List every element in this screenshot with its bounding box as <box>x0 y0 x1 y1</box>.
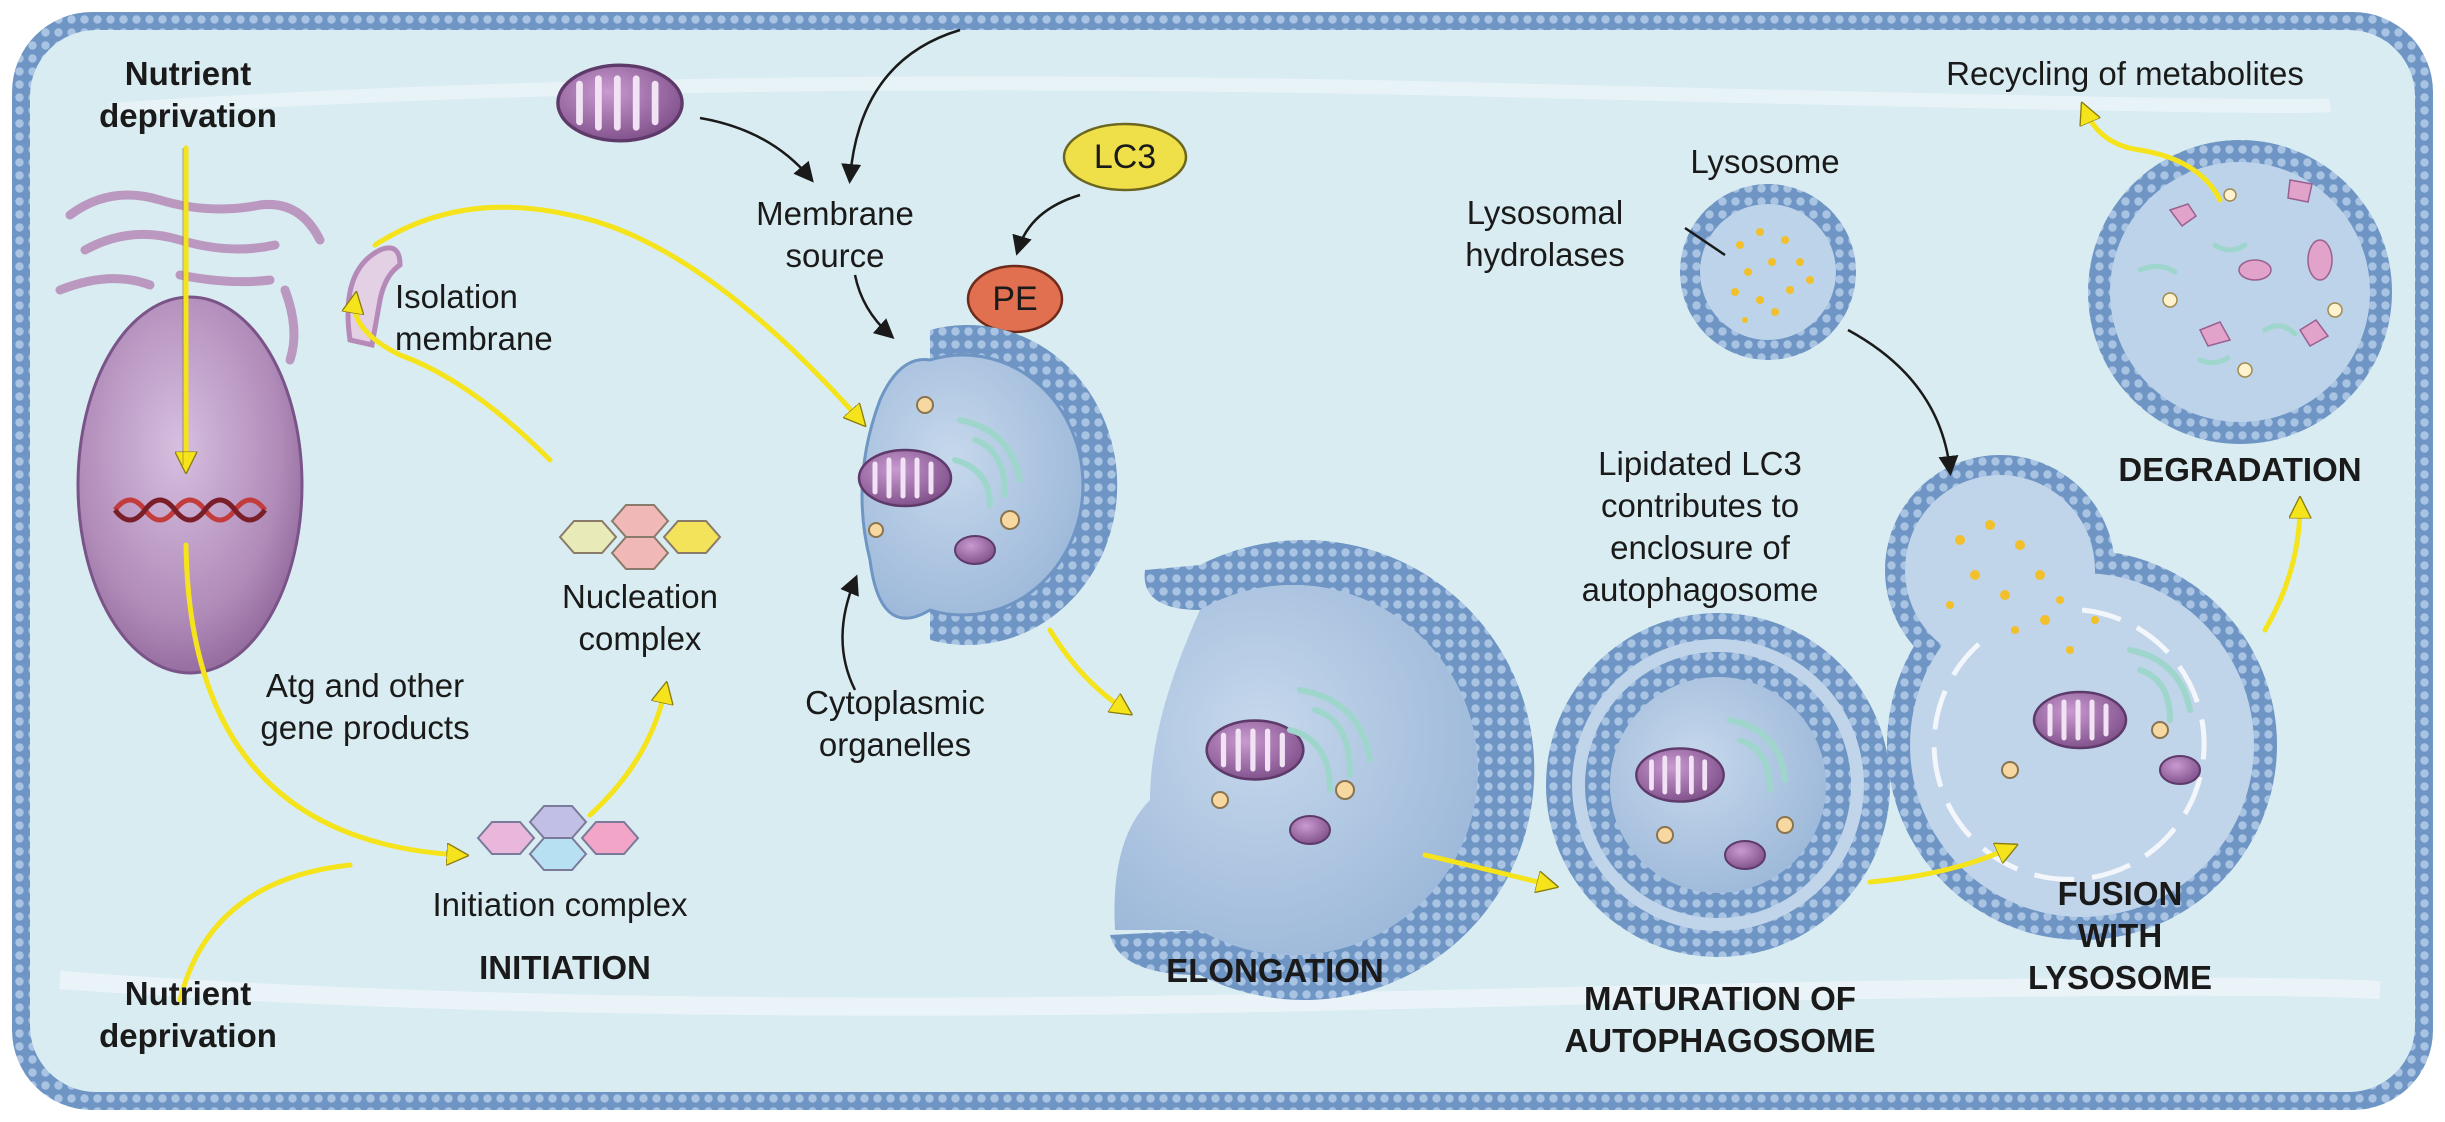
lc3-oval <box>1062 122 1188 192</box>
black-arrows <box>699 28 1959 691</box>
nucleus <box>76 295 304 675</box>
autolysosome-fusion <box>1885 455 2277 940</box>
pe-label: PE <box>992 280 1038 318</box>
initiation-stage-label: INITIATION <box>479 949 651 986</box>
elongating-phagophore <box>1110 540 1535 1000</box>
dna-helix-icon <box>113 497 267 523</box>
nucleation-complex-icon <box>558 504 722 570</box>
recycling-metabolites-label: Recycling of metabolites <box>1946 55 2304 92</box>
degradation-stage-label: DEGRADATION <box>2118 451 2362 488</box>
lysosome-label: Lysosome <box>1690 143 1840 180</box>
elongation-stage-label: ELONGATION <box>1166 952 1384 989</box>
lc3-label: LC3 <box>1093 138 1157 176</box>
degradation-vesicle <box>2088 140 2392 444</box>
phagophore <box>859 325 1118 645</box>
mitochondrion-icon <box>558 65 682 141</box>
yellow-arrows <box>180 110 2300 1003</box>
initiation-complex-icon <box>476 805 640 871</box>
autophagosome <box>1546 613 1890 957</box>
endoplasmic-reticulum <box>55 190 325 365</box>
pe-oval <box>966 264 1064 334</box>
lysosome <box>1680 184 1856 360</box>
initiation-complex-label: Initiation complex <box>432 886 688 923</box>
